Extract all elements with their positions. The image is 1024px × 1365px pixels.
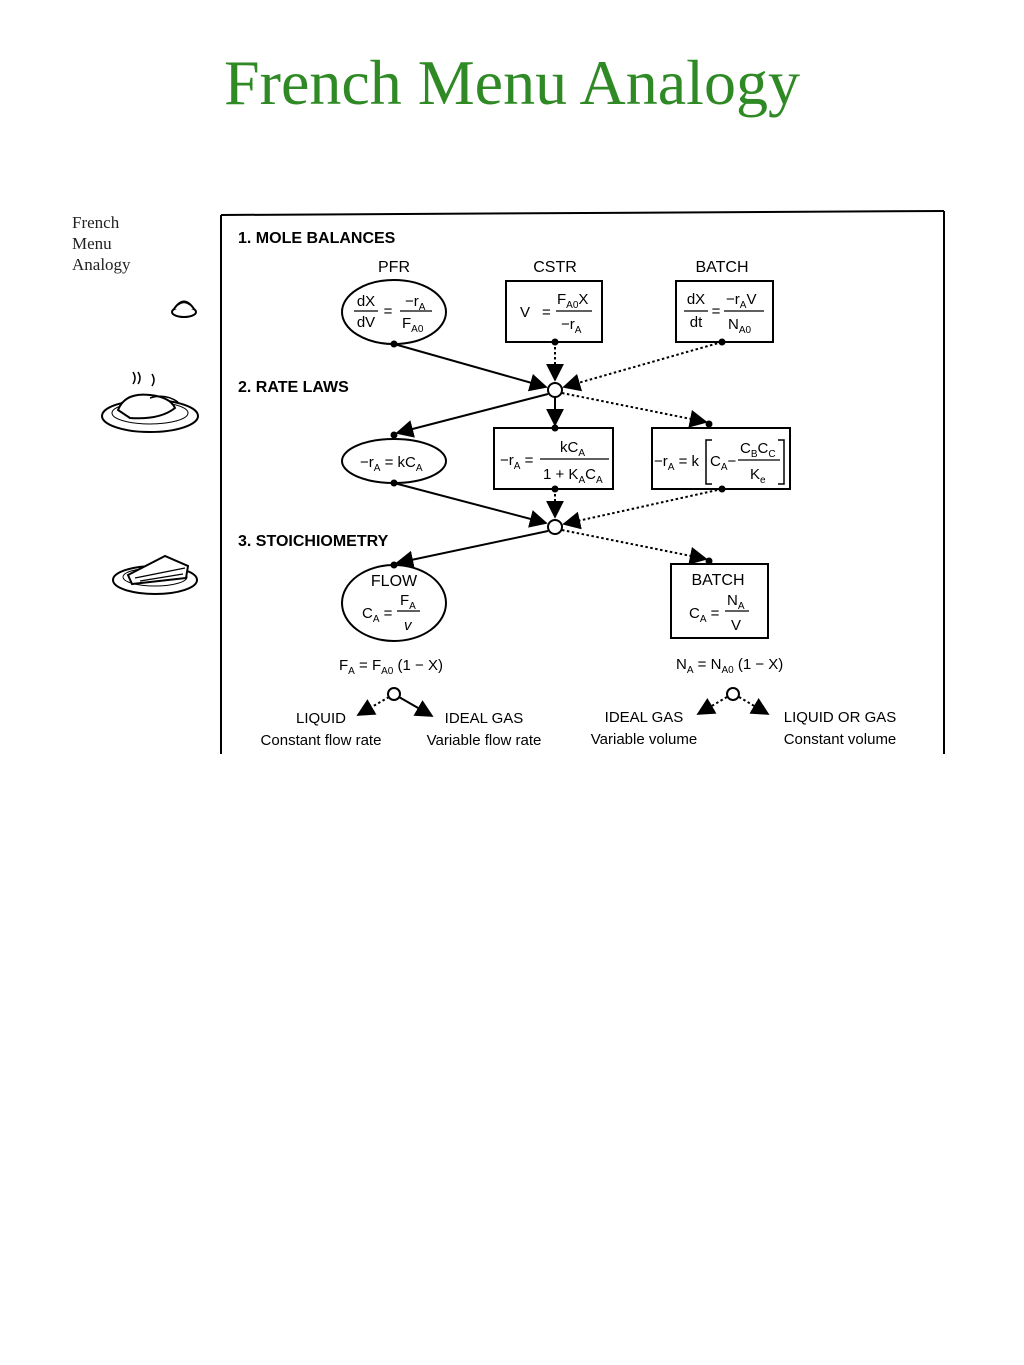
svg-text:−rA = k: −rA = k — [654, 453, 700, 473]
side-label: French Menu Analogy — [72, 212, 202, 275]
svg-text:CA−: CA− — [710, 453, 737, 473]
main-course-icon — [101, 371, 199, 433]
junction-node — [547, 382, 563, 398]
section-rate-laws: 2. RATE LAWS — [238, 379, 349, 396]
junction-node — [547, 519, 563, 535]
svg-text:−rA =: −rA = — [500, 452, 534, 472]
svg-text:v: v — [404, 617, 413, 634]
side-label-line: Analogy — [72, 255, 131, 274]
branch-ideal-gas-flow-sub: Variable flow rate — [427, 732, 542, 749]
stoich-batch-box: BATCH CA = NA V — [670, 563, 769, 639]
header-pfr: PFR — [378, 259, 410, 276]
branch-liquid-or-gas: LIQUID OR GAS — [784, 709, 897, 726]
svg-text:FA0X: FA0X — [557, 291, 588, 311]
header-batch: BATCH — [695, 259, 748, 276]
branch-liquid-or-gas-sub: Constant volume — [784, 731, 897, 748]
stoich-batch-label: BATCH — [691, 572, 744, 589]
svg-text:dt: dt — [690, 314, 703, 331]
svg-text:CA =: CA = — [689, 605, 720, 625]
junction-node — [726, 687, 740, 701]
section-stoichiometry: 3. STOICHIOMETRY — [238, 533, 389, 550]
stoich-flow-box: FLOW CA = FA v — [341, 564, 447, 642]
rate-law-langmuir: −rA = kCA 1 + KACA — [493, 427, 614, 490]
svg-text:V: V — [520, 304, 530, 321]
svg-text:dV: dV — [357, 314, 375, 331]
branch-liquid: LIQUID — [296, 710, 346, 727]
svg-text:=: = — [712, 303, 721, 320]
svg-text:dX: dX — [357, 293, 375, 310]
svg-text:dX: dX — [687, 291, 705, 308]
branch-ideal-gas-batch: IDEAL GAS — [605, 709, 684, 726]
svg-text:1 + KACA: 1 + KACA — [543, 466, 603, 486]
batch-relation: NA = NA0 (1 − X) — [676, 656, 783, 676]
flow-relation: FA = FA0 (1 − X) — [339, 657, 443, 677]
batch-design-equation: dX dt = −rAV NA0 — [675, 280, 774, 343]
rate-law-reversible: −rA = k CA− CBCC Ke — [651, 427, 791, 490]
diagram-frame — [220, 210, 945, 754]
svg-text:−rA = kCA: −rA = kCA — [360, 454, 423, 474]
svg-text:=: = — [542, 304, 551, 321]
dessert-icon — [112, 554, 198, 595]
junction-node — [387, 687, 401, 701]
cstr-design-equation: V = FA0X −rA — [505, 280, 603, 343]
side-label-line: Menu — [72, 234, 112, 253]
pfr-design-equation: dX dV = −rA FA0 — [341, 279, 447, 345]
branch-liquid-sub: Constant flow rate — [261, 732, 382, 749]
svg-text:CBCC: CBCC — [740, 440, 776, 460]
section-mole-balances: 1. MOLE BALANCES — [238, 230, 396, 247]
branch-ideal-gas-flow: IDEAL GAS — [445, 710, 524, 727]
page-title: French Menu Analogy — [224, 47, 800, 118]
dotted-arrows — [356, 341, 770, 716]
svg-text:=: = — [384, 303, 393, 320]
stoich-flow-label: FLOW — [371, 573, 418, 590]
algorithm-diagram: 1. MOLE BALANCES 2. RATE LAWS 3. STOICHI… — [101, 210, 945, 754]
rate-law-elementary: −rA = kCA — [341, 438, 447, 484]
side-label-line: French — [72, 213, 120, 232]
appetizer-icon — [171, 300, 197, 318]
svg-text:V: V — [731, 617, 741, 634]
svg-text:−rAV: −rAV — [726, 291, 756, 311]
branch-ideal-gas-batch-sub: Variable volume — [591, 731, 697, 748]
svg-text:CA =: CA = — [362, 605, 393, 625]
flow-arrows — [393, 343, 564, 717]
header-cstr: CSTR — [533, 259, 577, 276]
